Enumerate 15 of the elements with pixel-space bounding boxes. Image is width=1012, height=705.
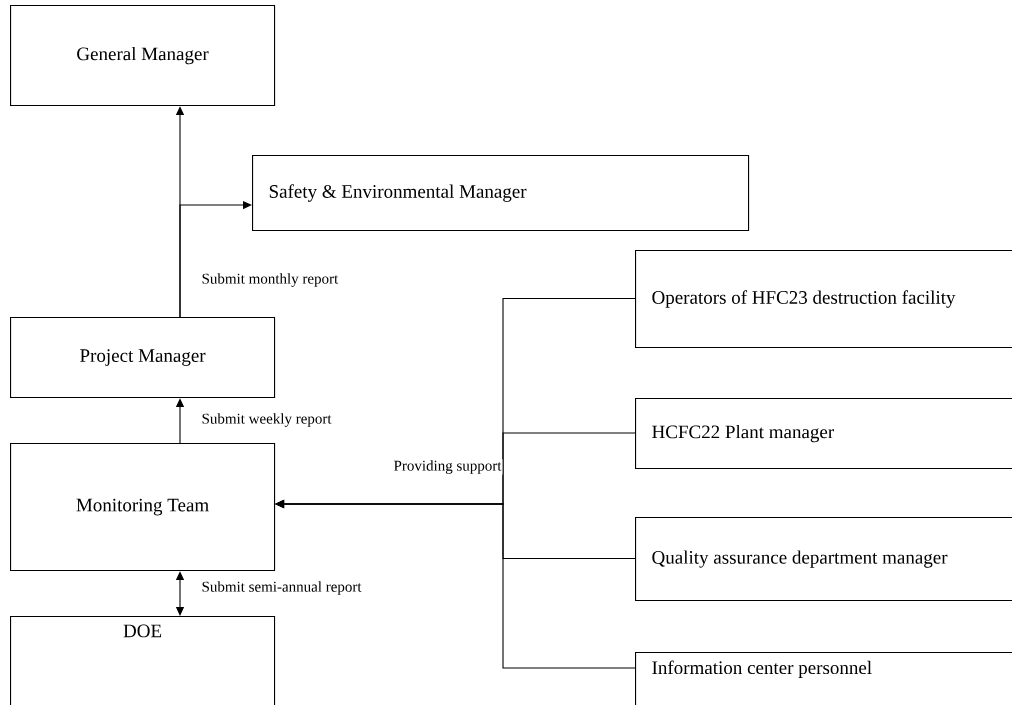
- org-box: Information center personnel: [635, 652, 1012, 705]
- arrow: [175, 571, 185, 616]
- arrow: [179, 200, 252, 318]
- org-box: Project Manager: [10, 317, 276, 399]
- org-box: HCFC22 Plant manager: [635, 398, 1012, 470]
- org-box: Quality assurance department manager: [635, 517, 1012, 602]
- edge-label: Providing support: [392, 459, 503, 475]
- edge-label: Submit semi-annual report: [200, 580, 363, 596]
- org-box: Safety & Environmental Manager: [252, 155, 750, 232]
- org-box: Operators of HFC23 destruction facility: [635, 250, 1012, 349]
- edge-label: Submit monthly report: [200, 272, 340, 288]
- org-box: General Manager: [10, 5, 276, 107]
- org-box: Monitoring Team: [10, 443, 276, 572]
- edge-label: Submit weekly report: [200, 412, 333, 428]
- org-box: DOE: [10, 616, 276, 705]
